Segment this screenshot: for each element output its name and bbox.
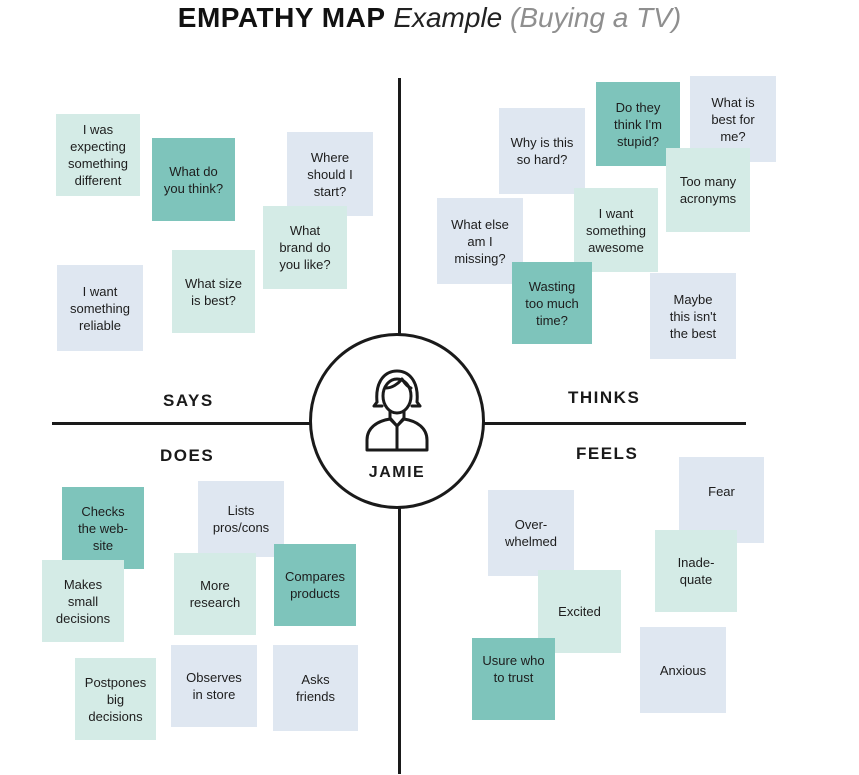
note-does-checks-website: Checks the web- site: [62, 487, 144, 569]
note-thinks-what-else: What else am I missing?: [437, 198, 523, 284]
note-does-lists-pros-cons: Lists pros/cons: [198, 481, 284, 557]
note-feels-inadequate: Inade- quate: [655, 530, 737, 612]
page-title: EMPATHY MAP Example (Buying a TV): [0, 2, 859, 34]
note-does-more-research: More research: [174, 553, 256, 635]
note-thinks-stupid: Do they think I'm stupid?: [596, 82, 680, 166]
note-feels-anxious: Anxious: [640, 627, 726, 713]
horizontal-axis-left: [52, 422, 311, 425]
note-does-compares-products: Compares products: [274, 544, 356, 626]
note-thinks-why-hard: Why is this so hard?: [499, 108, 585, 194]
vertical-axis-bottom: [398, 502, 401, 774]
vertical-axis-top: [398, 78, 401, 335]
quadrant-label-does: DOES: [160, 446, 215, 465]
quadrant-label-says: SAYS: [163, 391, 214, 410]
note-says-what-size: What size is best?: [172, 250, 255, 333]
note-feels-fear: Fear: [679, 457, 764, 543]
note-says-expecting: I was expecting something different: [56, 114, 140, 196]
quadrant-label-thinks: THINKS: [568, 388, 641, 407]
note-does-postpones: Postpones big decisions: [75, 658, 156, 740]
title-example: Example: [393, 2, 503, 33]
note-thinks-acronyms: Too many acronyms: [666, 148, 750, 232]
note-says-reliable: I want something reliable: [57, 265, 143, 351]
title-main: EMPATHY MAP: [177, 2, 386, 33]
note-does-observes-in-store: Observes in store: [171, 645, 257, 727]
note-thinks-best-for-me: What is best for me?: [690, 76, 776, 162]
note-thinks-wasting-time: Wasting too much time?: [512, 262, 592, 344]
note-says-what-brand: What brand do you like?: [263, 206, 347, 289]
note-says-where-start: Where should I start?: [287, 132, 373, 216]
note-thinks-not-best: Maybe this isn't the best: [650, 273, 736, 359]
note-says-what-do-you-think: What do you think?: [152, 138, 235, 221]
horizontal-axis-right: [478, 422, 746, 425]
note-feels-unsure-trust: Usure who to trust: [472, 638, 555, 720]
title-subject: (Buying a TV): [510, 2, 682, 33]
note-feels-overwhelmed: Over- whelmed: [488, 490, 574, 576]
person-icon: [365, 369, 429, 452]
persona-name: JAMIE: [368, 464, 426, 481]
note-thinks-awesome: I want something awesome: [574, 188, 658, 272]
quadrant-label-feels: FEELS: [576, 444, 639, 463]
note-does-asks-friends: Asks friends: [273, 645, 358, 731]
persona-circle: JAMIE: [309, 333, 485, 509]
note-does-small-decisions: Makes small decisions: [42, 560, 124, 642]
